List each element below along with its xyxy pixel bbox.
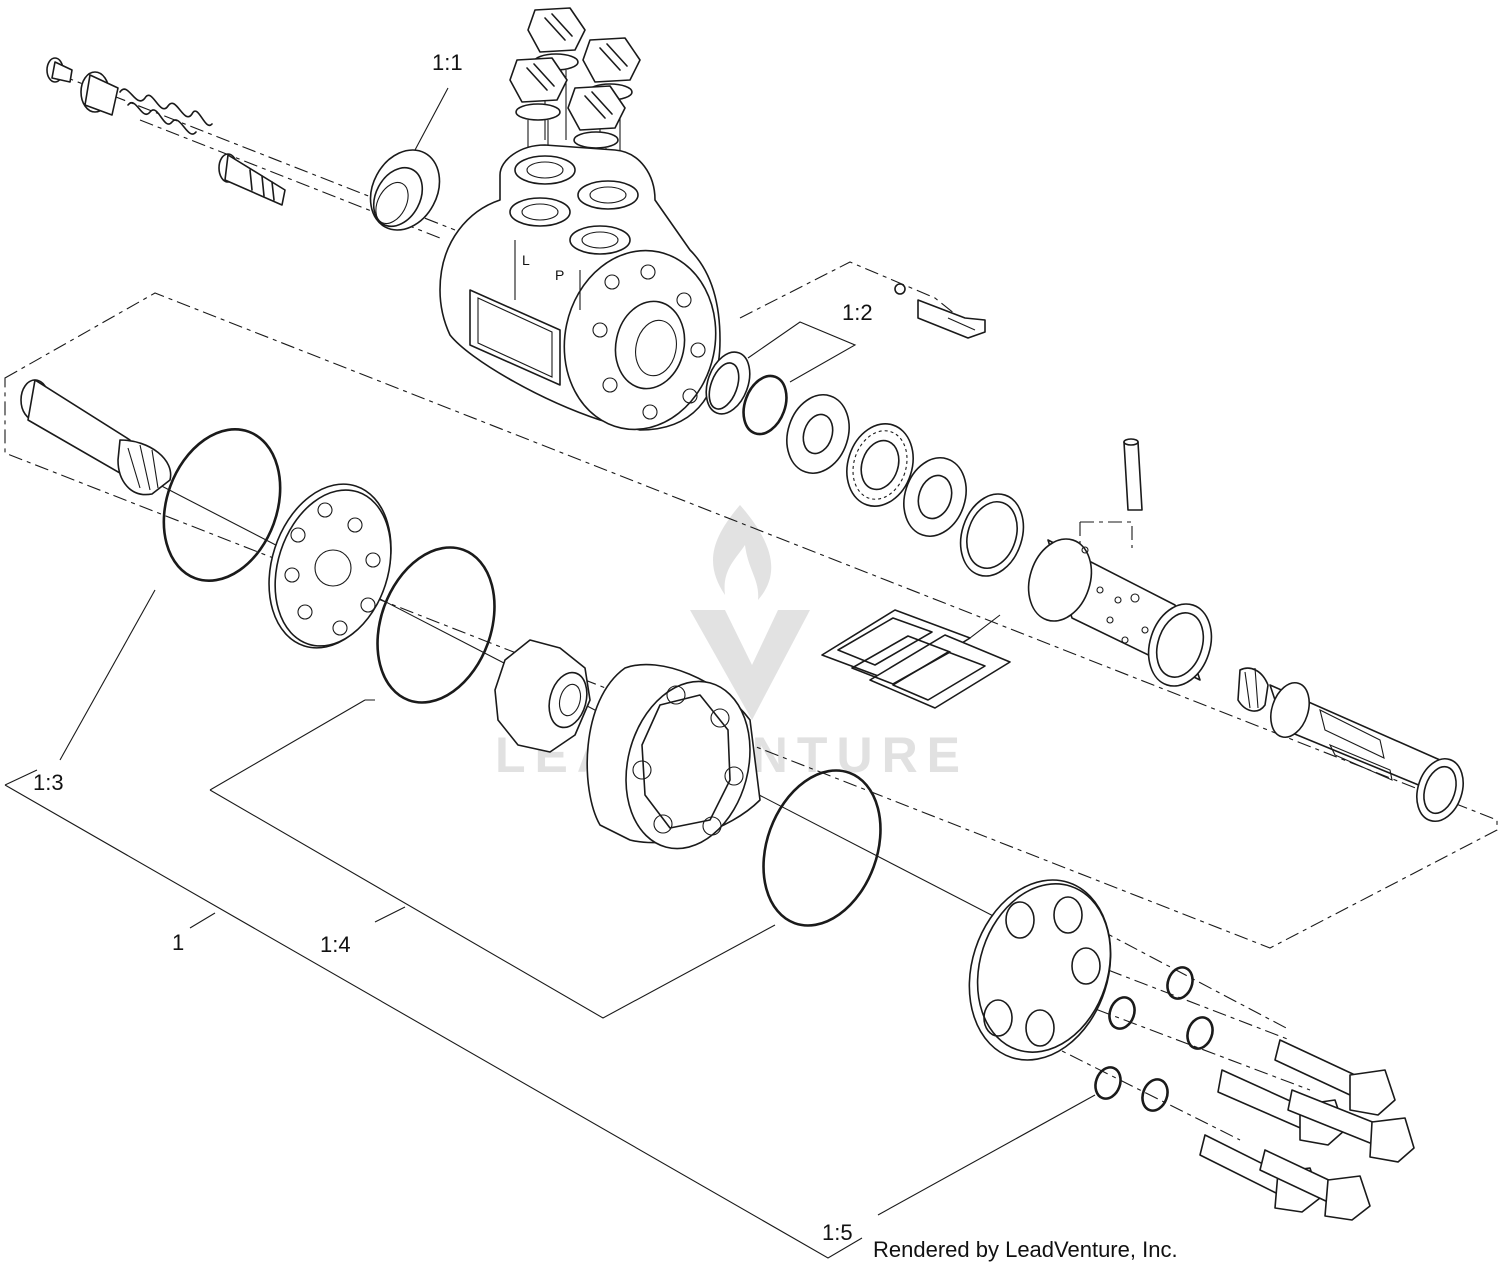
- leader-1-5: [877, 1094, 1096, 1216]
- callout-1: 1: [172, 930, 184, 955]
- leader-1-2: [747, 321, 857, 383]
- spool: [1237, 667, 1464, 822]
- pin: [1123, 438, 1143, 511]
- cap-bolts: [1199, 1039, 1415, 1221]
- assembly-axis-lines: [4, 74, 1498, 1141]
- leader-1-4-tick: [374, 906, 406, 923]
- fitting-4: [567, 85, 626, 230]
- bracket-1-4: [209, 699, 776, 1019]
- seal-1-2: [705, 351, 788, 436]
- bolt-5: [1259, 1149, 1371, 1221]
- v-logo-icon: [690, 610, 810, 720]
- callout-1-3: 1:3: [33, 770, 64, 795]
- o-ring-1-4-upper: [376, 546, 496, 704]
- thrust-bearing-stack: [786, 394, 1025, 577]
- callout-1-1: 1:1: [432, 50, 463, 75]
- o-ring-1-4-lower: [762, 769, 882, 927]
- bolt-3: [1287, 1089, 1415, 1163]
- bolt-1: [1274, 1039, 1396, 1116]
- o-ring-1-3: [162, 428, 282, 582]
- rendered-by-footer: Rendered by LeadVenture, Inc.: [873, 1237, 1178, 1262]
- sleeve: [1027, 538, 1213, 687]
- drive-shaft: [20, 379, 172, 496]
- seal-1-1: [369, 149, 441, 231]
- callout-1-2: 1:2: [842, 300, 873, 325]
- port-fittings: [509, 7, 641, 230]
- leader-1-3: [59, 589, 156, 761]
- bracket-1: [4, 769, 863, 1259]
- valve-housing: L P: [439, 144, 721, 431]
- fitting-3: [509, 57, 568, 200]
- port-label-p: P: [555, 267, 564, 283]
- leader-1: [189, 912, 216, 929]
- spacer-plate: [268, 483, 392, 649]
- callout-1-5: 1:5: [822, 1220, 853, 1245]
- centering-springs: [821, 609, 1011, 709]
- callout-leaders: [4, 87, 1096, 1259]
- port-label-l: L: [522, 252, 530, 268]
- callout-1-4: 1:4: [320, 932, 351, 957]
- rotor: [494, 639, 591, 753]
- callout-labels: 1:1 1:2 1:3 1:4 1 1:5: [33, 50, 873, 1245]
- leader-1-1: [414, 87, 449, 151]
- check-ball-and-seat: [894, 283, 986, 339]
- bolt-seals: [1094, 966, 1214, 1112]
- flame-logo-icon: [713, 505, 772, 600]
- stator: [586, 663, 761, 850]
- spool-spring-assembly: [46, 57, 286, 206]
- end-cap: [968, 879, 1112, 1061]
